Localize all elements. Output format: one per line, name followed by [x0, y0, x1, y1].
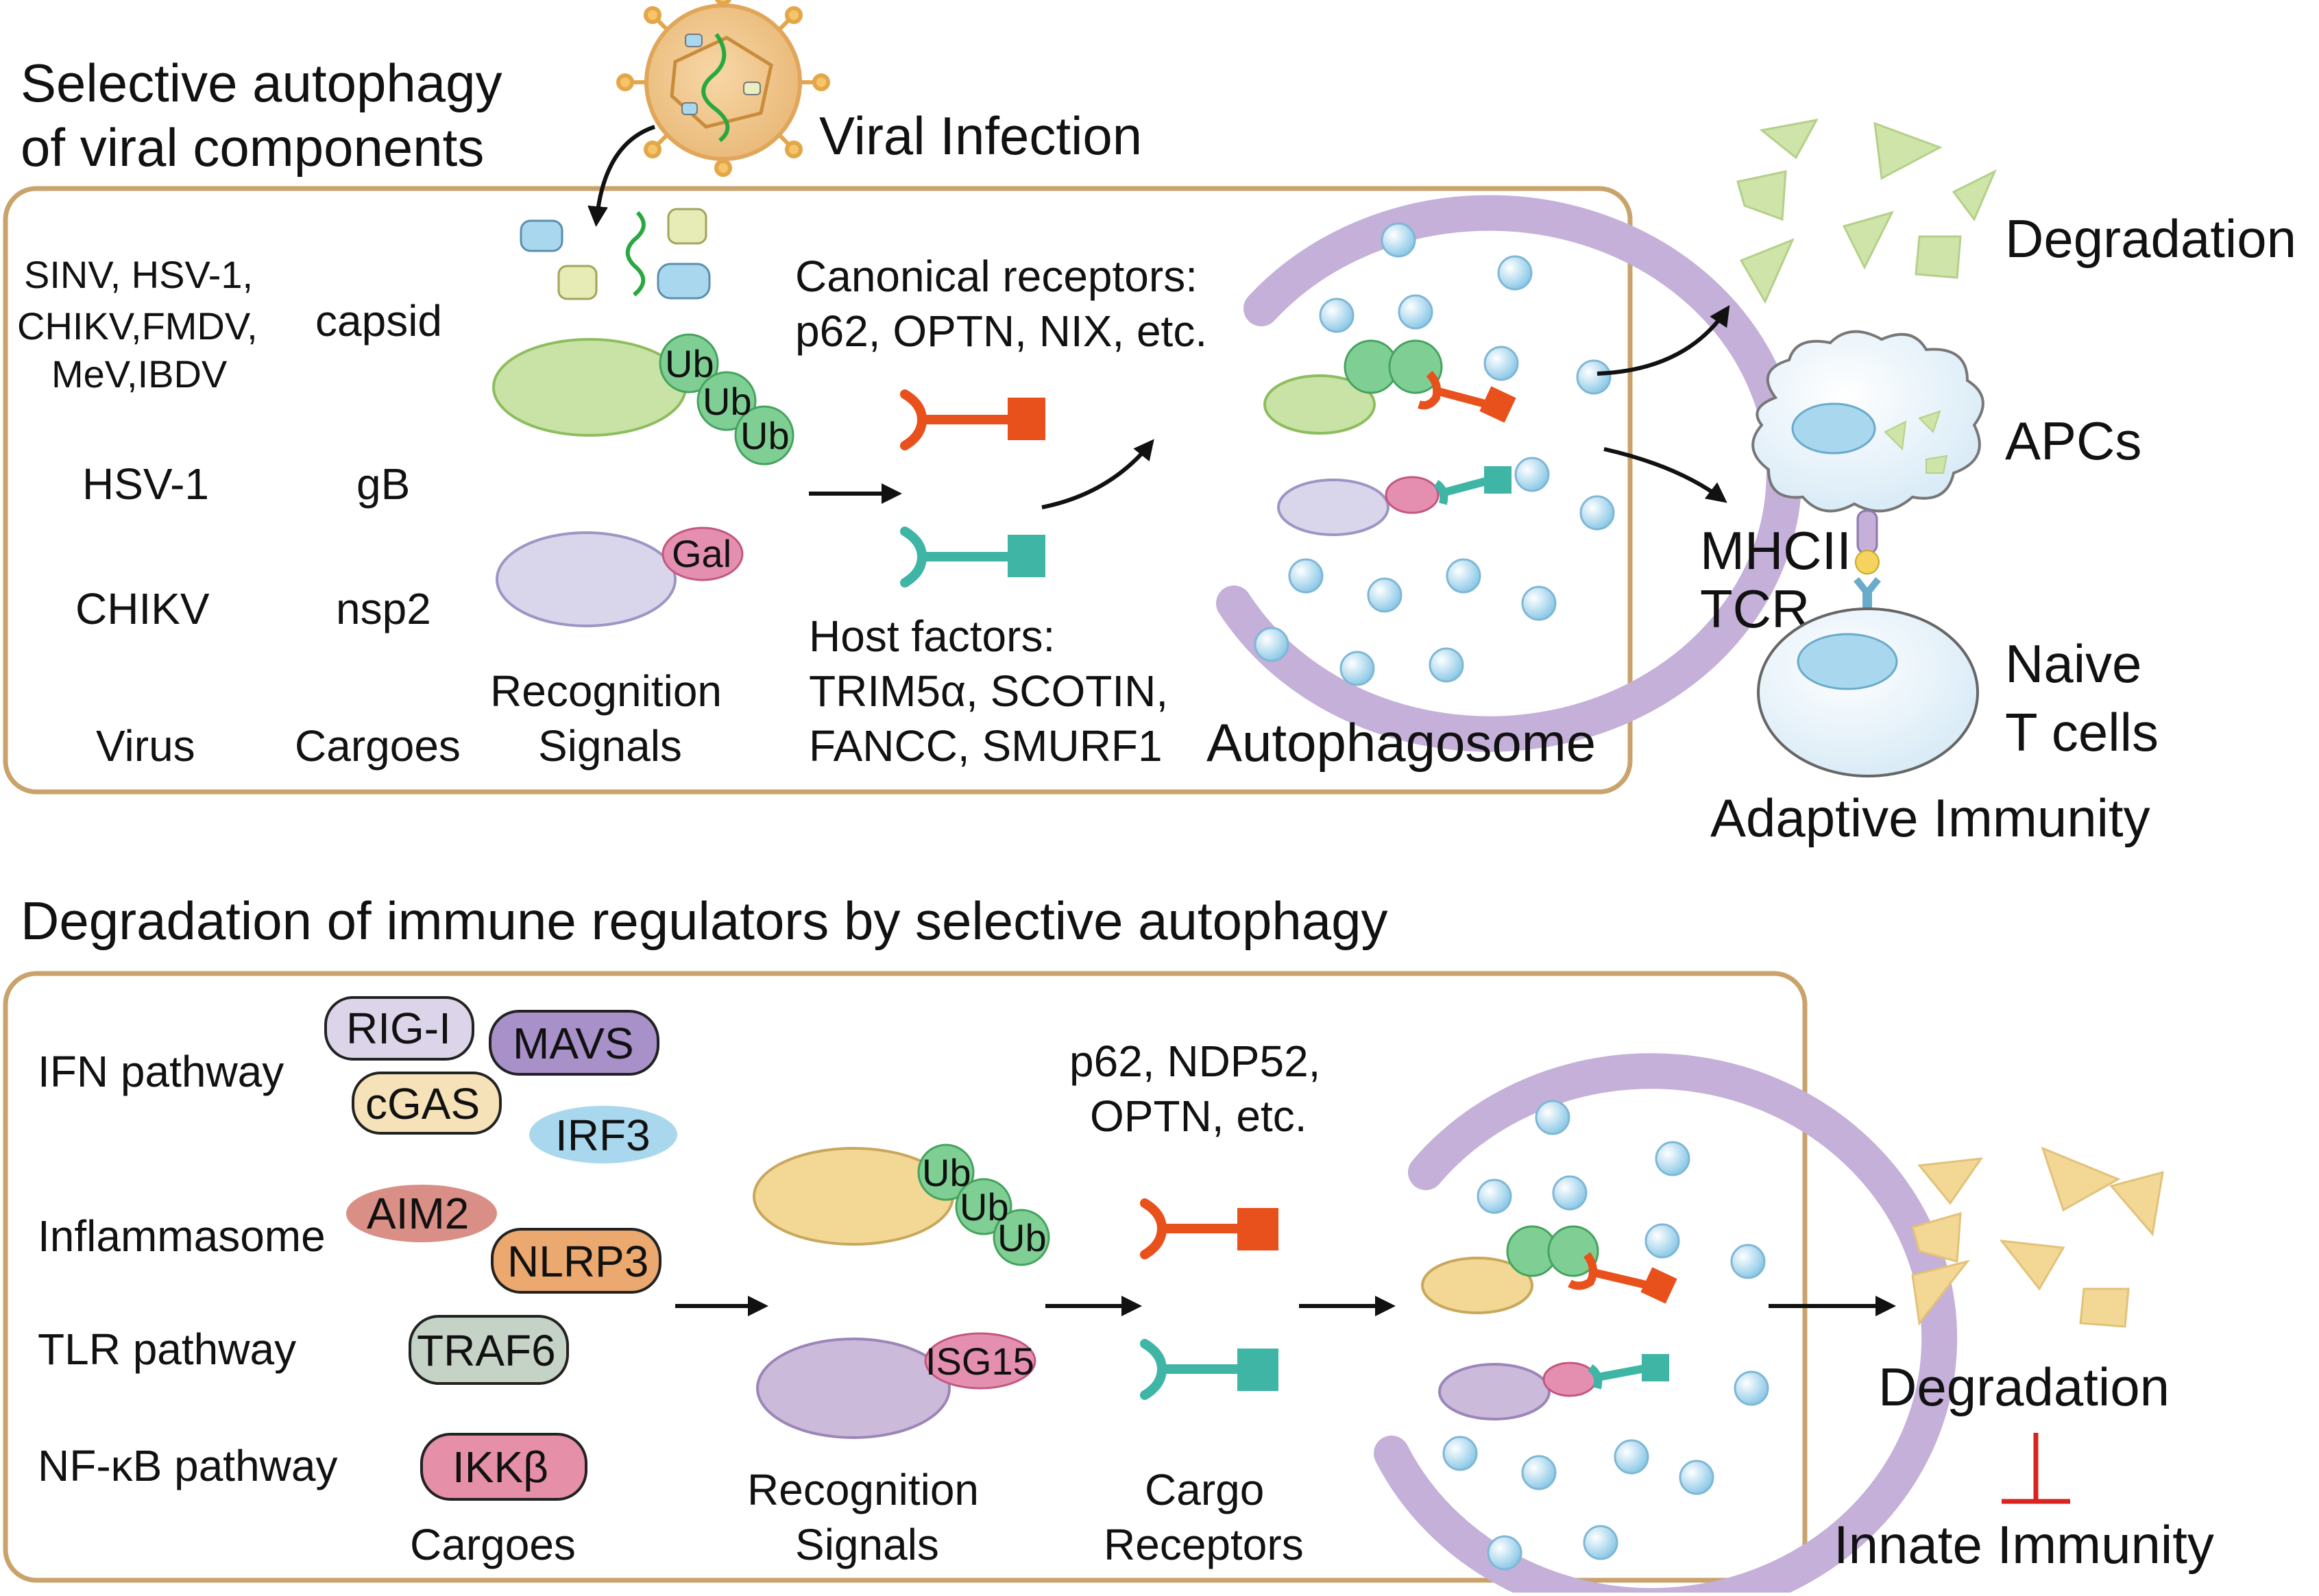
canonical-receptors-line2: p62, OPTN, NIX, etc. [795, 306, 1207, 356]
cargo-nsp2: nsp2 [336, 584, 431, 633]
apcs-label: APCs [2005, 411, 2141, 471]
host-factors-line3: FANCC, SMURF1 [809, 721, 1163, 771]
column-virus-label: Virus [96, 721, 195, 771]
protein-traf6-label: TRAF6 [417, 1326, 556, 1375]
degraded-fragments-yellow-icon [1911, 1146, 2164, 1328]
pathway-nfkb: NF-κB pathway [38, 1441, 337, 1490]
gal-tag: Gal [672, 532, 731, 575]
top-title-line2: of viral components [21, 117, 484, 178]
innate-immunity-label: Innate Immunity [1834, 1514, 2214, 1575]
bottom-isg15-cargo: ISG15 [756, 1332, 1036, 1439]
protein-ikkb: IKKβ [420, 1433, 587, 1501]
ub-tag: Ub [997, 1216, 1047, 1259]
protein-irf3-label: IRF3 [555, 1111, 651, 1160]
cargo-gb: gB [356, 459, 410, 509]
ub-tag: Ub [960, 1185, 1009, 1229]
bottom-section: Degradation of immune regulators by sele… [3, 891, 2214, 1596]
pathway-ifn: IFN pathway [38, 1047, 284, 1096]
canonical-receptors-line1: Canonical receptors: [795, 252, 1198, 301]
host-factors-line2: TRIM5α, SCOTIN, [809, 666, 1168, 716]
bottom-cargoes-label: Cargoes [410, 1520, 576, 1569]
pathway-inflammasome: Inflammasome [38, 1211, 326, 1261]
ubiquitinated-cargo: Ub Ub Ub [492, 333, 794, 466]
top-degradation-label: Degradation [2005, 208, 2296, 269]
protein-aim2: AIM2 [346, 1185, 497, 1242]
protein-mavs: MAVS [489, 1010, 659, 1076]
bottom-receptors-1: p62, NDP52, [1069, 1037, 1320, 1086]
infection-arrow [587, 125, 655, 227]
bottom-title: Degradation of immune regulators by sele… [21, 891, 1387, 951]
bottom-recognition-1: Recognition [747, 1465, 979, 1514]
cargo-receptors-1: Cargo [1145, 1465, 1264, 1514]
virus-group-1-line3: MeV,IBDV [51, 352, 228, 396]
pathway-tlr: TLR pathway [38, 1325, 296, 1374]
protein-rig-i: RIG-I [324, 996, 474, 1061]
virus-chikv: CHIKV [75, 584, 210, 633]
ub-tag: Ub [922, 1151, 971, 1194]
ub-tag: Ub [740, 414, 790, 457]
cargo-receptors-2: Receptors [1104, 1520, 1304, 1569]
adaptive-immunity-label: Adaptive Immunity [1710, 788, 2150, 848]
bottom-receptor-orange-icon [1140, 1198, 1278, 1259]
receptor-orange-icon [900, 389, 1045, 450]
virus-particle-icon [616, 0, 830, 177]
protein-irf3: IRF3 [529, 1106, 677, 1163]
autophagosome-label: Autophagosome [1206, 712, 1596, 773]
top-panel-border [3, 186, 1633, 795]
bottom-receptors-2: OPTN, etc. [1090, 1091, 1307, 1141]
naive-t-cell-icon [1757, 607, 1979, 777]
bottom-recognition-2: Signals [795, 1520, 939, 1569]
protein-nlrp3: NLRP3 [491, 1228, 661, 1294]
mhcii-label: MHCII [1700, 520, 1851, 581]
viral-components-icon [520, 208, 711, 300]
protein-traf6: TRAF6 [409, 1315, 569, 1385]
column-recognition-label-1: Recognition [490, 666, 722, 716]
virus-group-1-line1: SINV, HSV-1, [24, 253, 253, 296]
apc-cell-icon [1751, 330, 1984, 513]
bottom-degradation-label: Degradation [1878, 1357, 2170, 1417]
host-factors-line1: Host factors: [809, 612, 1055, 661]
protein-cgas-label: cGAS [365, 1079, 480, 1128]
galectin-cargo: Gal [496, 527, 744, 627]
viral-infection-label: Viral Infection [819, 106, 1142, 166]
virus-group-1-line2: CHIKV,FMDV, [17, 304, 258, 348]
isg15-tag: ISG15 [925, 1340, 1034, 1383]
autophagosome-icon [1216, 195, 1802, 752]
protein-mavs-label: MAVS [513, 1019, 634, 1068]
tcr-label: TCR [1700, 579, 1810, 639]
top-title-line1: Selective autophagy [21, 53, 502, 113]
arrow-to-degradation [1596, 305, 1730, 376]
naive-label-1: Naive [2005, 633, 2141, 694]
cargo-capsid: capsid [315, 296, 442, 346]
degraded-fragments-green-icon [1736, 118, 1997, 304]
column-cargoes-label: Cargoes [295, 721, 461, 771]
ub-tag: Ub [703, 380, 752, 423]
bottom-panel-border [3, 971, 1808, 1583]
protein-aim2-label: AIM2 [367, 1189, 469, 1238]
virus-hsv1: HSV-1 [82, 459, 209, 509]
protein-cgas: cGAS [352, 1072, 502, 1135]
protein-ikkb-label: IKKβ [452, 1442, 548, 1492]
arrow-to-autophagosome [1041, 439, 1154, 509]
receptor-teal-icon [900, 527, 1045, 588]
protein-rig-i-label: RIG-I [346, 1004, 451, 1053]
column-recognition-label-2: Signals [538, 721, 682, 771]
top-section: Selective autophagy of viral components … [3, 0, 2296, 848]
inhibition-icon [2002, 1433, 2070, 1504]
protein-nlrp3-label: NLRP3 [507, 1237, 648, 1286]
bottom-ubiquitinated-cargo: Ub Ub Ub [753, 1144, 1050, 1266]
naive-label-2: T cells [2005, 702, 2159, 762]
bottom-receptor-teal-icon [1140, 1339, 1278, 1400]
mhcii-tcr-icon [1854, 509, 1881, 615]
ub-tag: Ub [665, 342, 714, 385]
arrow-to-apcs [1603, 447, 1727, 503]
